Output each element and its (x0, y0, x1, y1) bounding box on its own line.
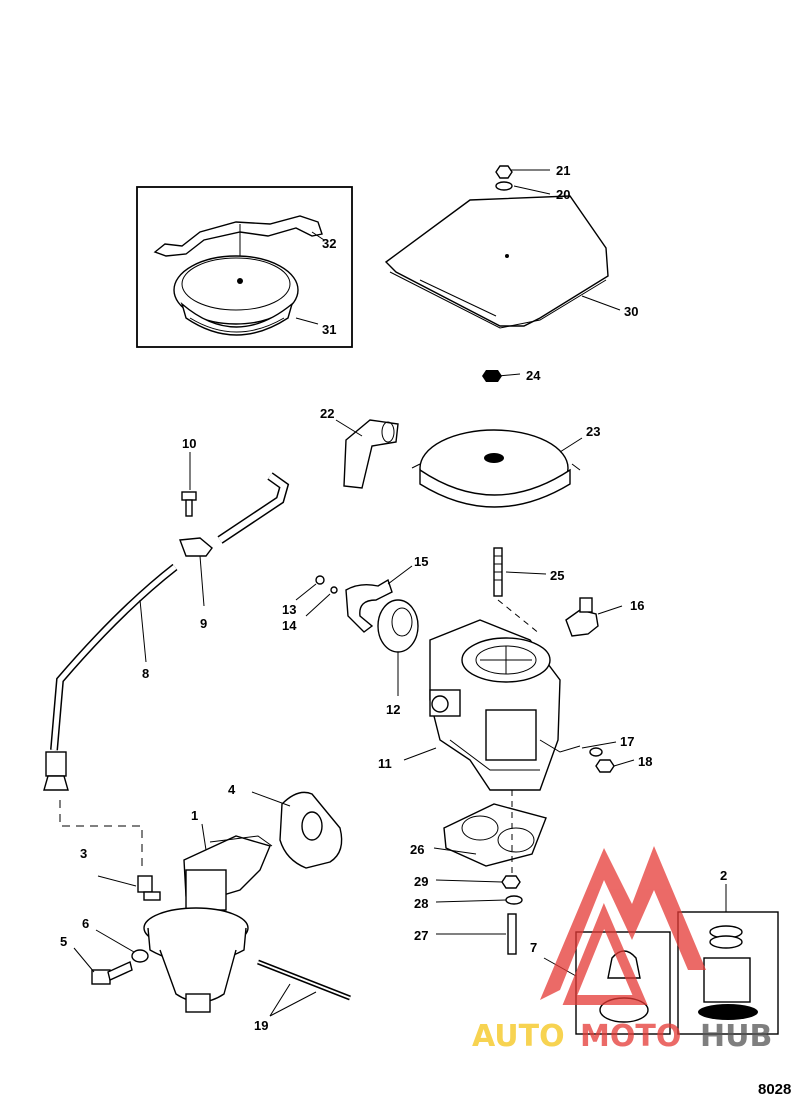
callout-19: 19 (254, 1018, 268, 1033)
fitting-part-3 (137, 875, 161, 901)
callout-29: 29 (414, 874, 428, 889)
leader-lines (73, 169, 727, 1017)
callout-25: 25 (550, 568, 564, 583)
watermark-text-hub: HUB (700, 1019, 772, 1054)
carburetor-part-11 (429, 619, 581, 791)
callout-4: 4 (228, 782, 236, 797)
callout-3: 3 (80, 846, 87, 861)
fuel-pump-part-1 (143, 835, 273, 1013)
callout-14: 14 (282, 618, 297, 633)
callout-30: 30 (624, 304, 638, 319)
watermark-logo: AUTO MOTO HUB (472, 846, 772, 1054)
callout-11: 11 (378, 756, 392, 771)
fuel-line-part-8 (43, 563, 178, 791)
stud-part-27 (507, 913, 517, 955)
callout-2: 2 (720, 868, 727, 883)
choke-cover-part-12 (377, 599, 419, 653)
callout-12: 12 (386, 702, 400, 717)
callout-17: 17 (620, 734, 634, 749)
callout-7: 7 (530, 940, 537, 955)
gasket-part-4 (279, 791, 343, 869)
fitting-part-16 (565, 597, 599, 637)
clamp-part-9 (179, 537, 213, 557)
callout-labels: 1 2 3 4 5 6 7 8 9 10 11 12 13 14 15 16 1… (60, 163, 727, 1033)
watermark-text-moto: MOTO (580, 1019, 681, 1054)
callout-28: 28 (414, 896, 428, 911)
air-cleaner-cover-part-30 (384, 195, 609, 329)
washer-part-6 (131, 949, 149, 963)
filter-element-part-31 (173, 255, 299, 325)
screw-part-13 (315, 575, 325, 585)
kit-box-part-2 (677, 911, 779, 1035)
rod-part-19 (257, 959, 351, 1001)
callout-23: 23 (586, 424, 600, 439)
watermark-text-auto: AUTO (472, 1019, 565, 1054)
callout-21: 21 (556, 163, 570, 178)
gasket-part-26 (443, 803, 547, 867)
callout-13: 13 (282, 602, 296, 617)
callout-18: 18 (638, 754, 652, 769)
washer-part-20 (495, 181, 513, 191)
washer-part-28 (505, 895, 523, 905)
nut-part-21 (495, 165, 513, 179)
callout-32: 32 (322, 236, 336, 251)
nut-part-18 (595, 759, 615, 773)
inset-box (136, 186, 353, 348)
callout-6: 6 (82, 916, 89, 931)
callout-26: 26 (410, 842, 424, 857)
callout-20: 20 (556, 187, 570, 202)
nut-part-24 (482, 370, 502, 382)
callout-27: 27 (414, 928, 428, 943)
callout-9: 9 (200, 616, 207, 631)
figure-number: 8028 (758, 1081, 791, 1098)
washer-part-17 (589, 747, 603, 757)
bracket-part-32 (153, 215, 323, 257)
callout-22: 22 (320, 406, 334, 421)
callout-16: 16 (630, 598, 644, 613)
bolt-part-5 (91, 961, 133, 985)
screw-part-10 (181, 491, 197, 517)
callout-8: 8 (142, 666, 149, 681)
fuel-hose-upper (217, 472, 290, 544)
nut-part-29 (501, 875, 521, 889)
callout-24: 24 (526, 368, 541, 383)
stud-part-25 (493, 547, 503, 597)
washer-part-14 (330, 586, 338, 594)
callout-10: 10 (182, 436, 196, 451)
callout-15: 15 (414, 554, 428, 569)
callout-1: 1 (191, 808, 198, 823)
retainer-part-15 (345, 578, 393, 633)
callout-31: 31 (322, 322, 336, 337)
watermark-triangle-mark (540, 846, 706, 1000)
hose-part-22 (343, 419, 399, 489)
callout-5: 5 (60, 934, 67, 949)
air-cleaner-base-part-23 (411, 429, 581, 508)
